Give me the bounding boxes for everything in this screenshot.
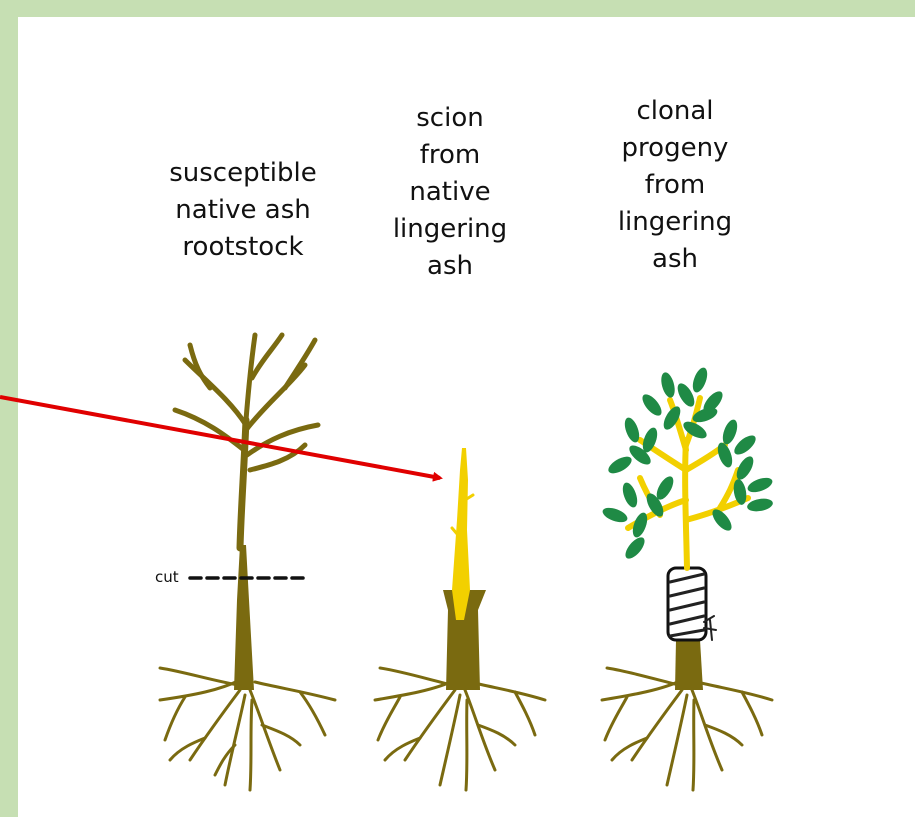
pointer-arrow xyxy=(0,397,440,478)
graft-wrap xyxy=(668,568,716,640)
progeny-tree xyxy=(601,366,775,790)
scion-cutting xyxy=(452,448,470,620)
scion-tree xyxy=(375,448,545,790)
rootstock-tree xyxy=(160,335,335,790)
